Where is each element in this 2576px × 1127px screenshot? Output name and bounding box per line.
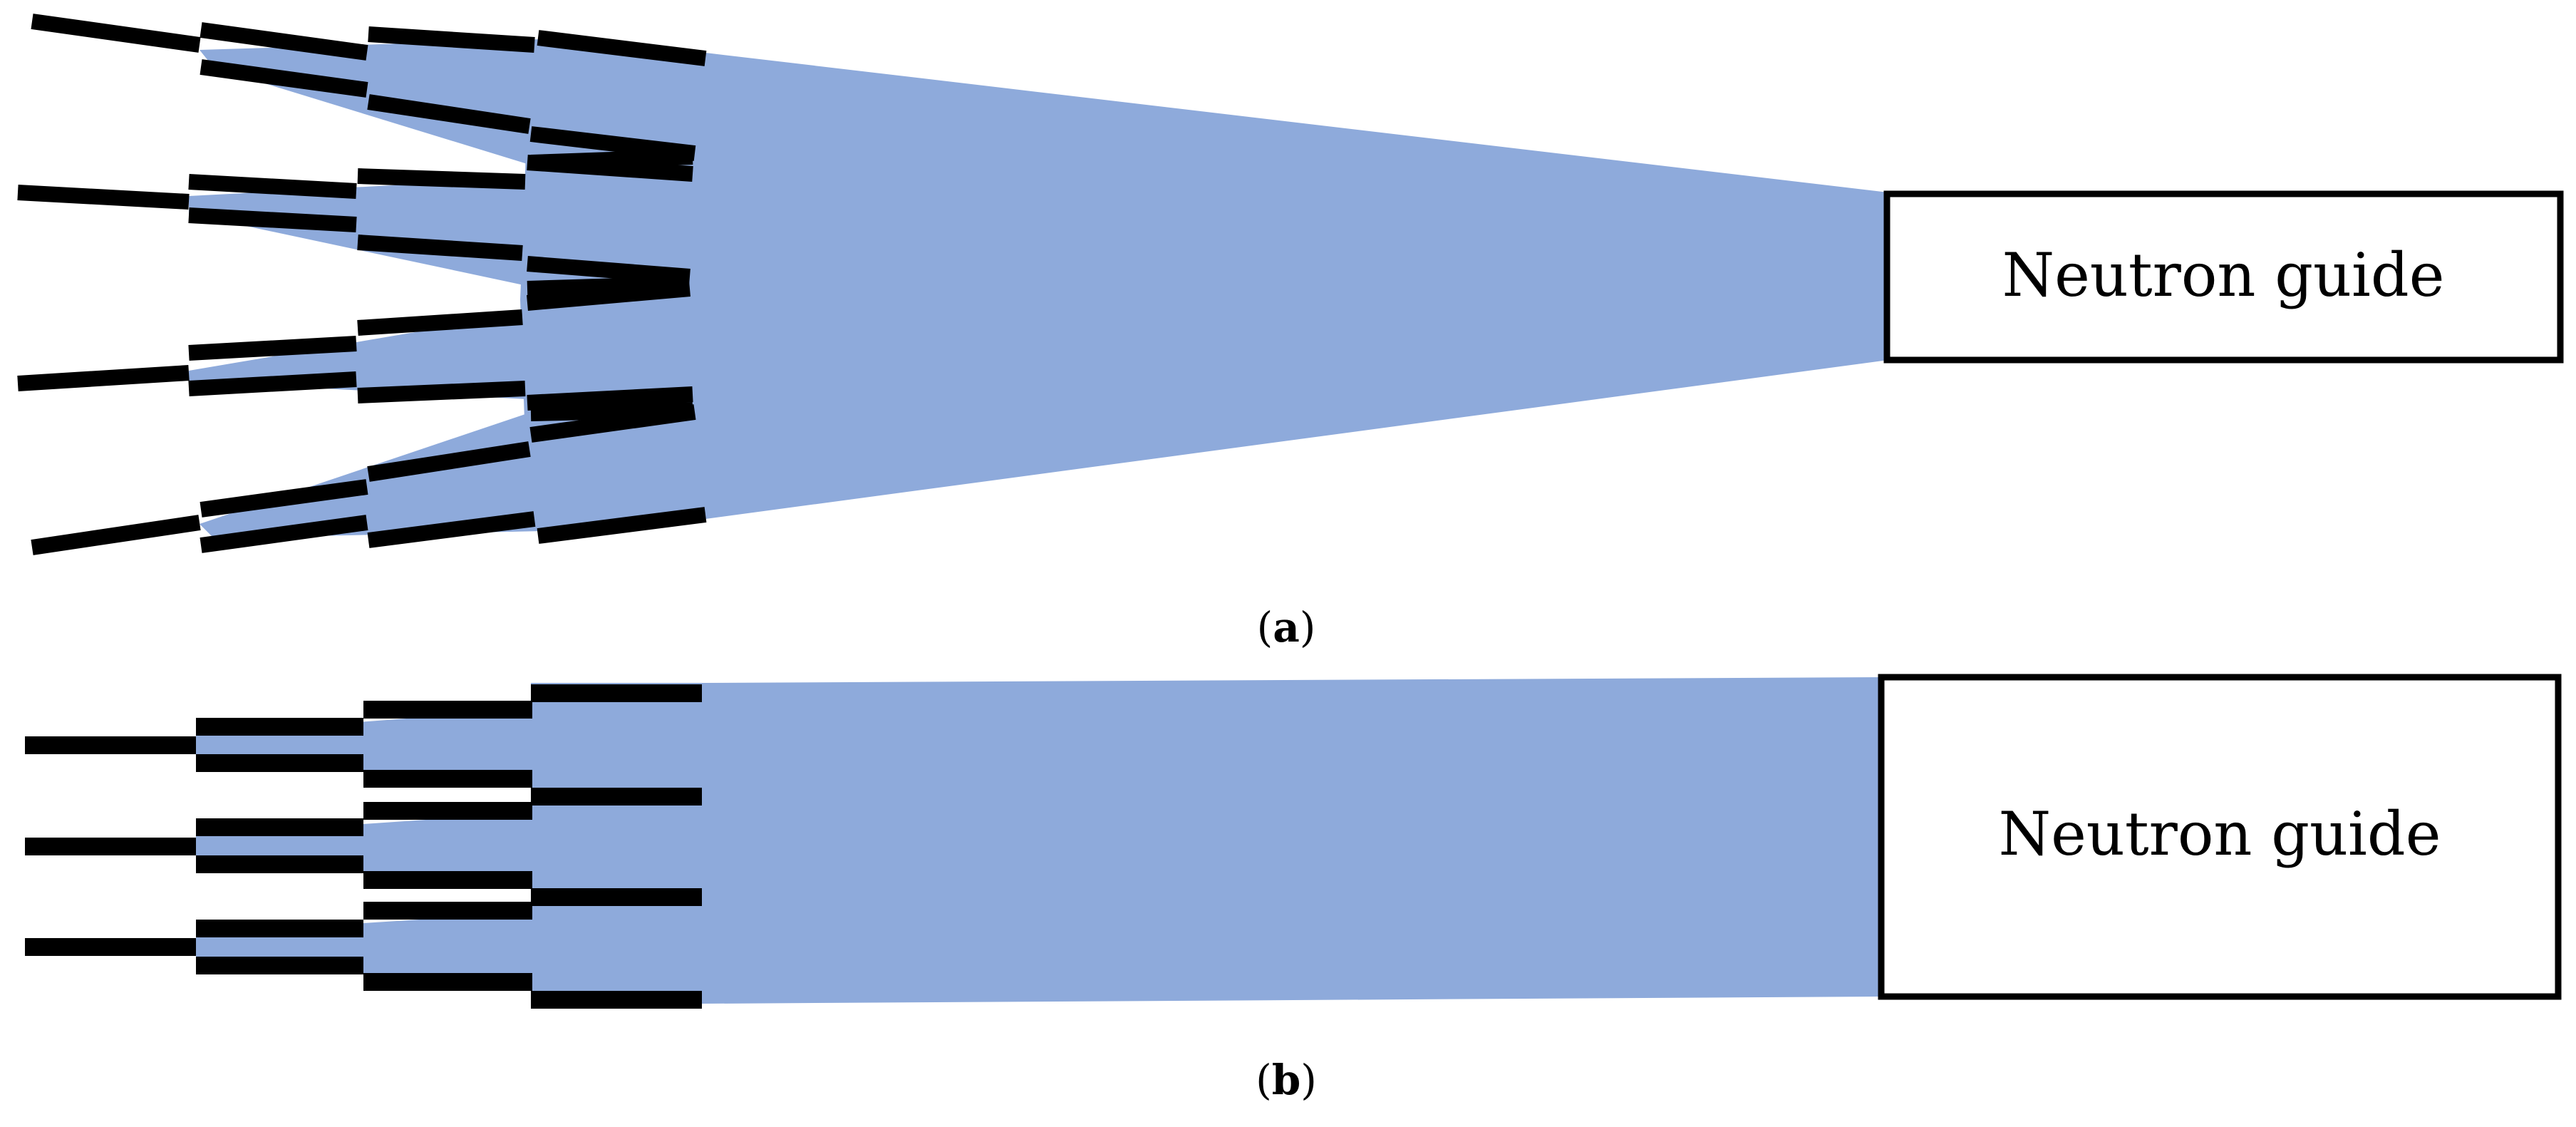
panel-a-wall	[188, 336, 357, 361]
panel-a-neutron-guide-box	[1883, 190, 2564, 364]
panel-b-wall	[196, 754, 363, 772]
panel-a-wall	[527, 386, 693, 411]
panel-b-wall	[531, 788, 702, 806]
panel-b-wall	[363, 701, 532, 719]
panel-a-wall	[357, 235, 523, 261]
panel-b-wall	[196, 855, 363, 873]
panel-b-wall	[196, 957, 363, 974]
panel-b-label: (b)	[1256, 1056, 1317, 1104]
panel-a-wall	[188, 207, 357, 232]
panel-a-wall	[368, 26, 535, 53]
panel-b-wall	[196, 718, 363, 736]
panel-b-wall	[25, 838, 196, 855]
panel-a-wall	[357, 309, 523, 336]
panel-b-wall	[363, 770, 532, 788]
panel-b-wall	[196, 920, 363, 937]
panel-b-beam-main	[531, 677, 1881, 1004]
panel-b-wall	[363, 973, 532, 991]
panel-a-wall	[200, 59, 368, 98]
panel-a-neutron-guide-label: Neutron guide	[2002, 240, 2445, 310]
panel-a-wall	[200, 479, 368, 518]
panel-b-neutron-guide-box	[1878, 674, 2562, 1000]
panel-a-label: (a)	[1257, 603, 1316, 652]
panel-a-wall	[31, 14, 201, 53]
panel-a-wall	[200, 515, 368, 553]
panel-a-wall	[527, 276, 688, 297]
panel-b-wall	[363, 802, 532, 820]
panel-a-wall	[530, 402, 693, 421]
panel-a-walls	[17, 14, 707, 555]
panel-b-wall	[25, 938, 196, 956]
panel-b-wall	[363, 871, 532, 889]
panel-b-neutron-guide-label: Neutron guide	[1999, 799, 2441, 869]
panel-a-wall	[537, 30, 707, 66]
panel-b-walls	[25, 684, 702, 1009]
panel-b-wall	[196, 818, 363, 836]
panel-b-wall	[531, 991, 702, 1009]
panel-b: Neutron guide (b)	[25, 674, 2562, 1104]
panel-a-wall	[188, 174, 357, 199]
panel-a-wall	[17, 185, 190, 210]
panel-a-wall	[530, 149, 693, 170]
panel-a-wall	[31, 515, 201, 555]
panel-a-wall	[527, 256, 690, 284]
panel-b-wall	[531, 888, 702, 906]
panel-a-beam-branch-2	[189, 178, 527, 285]
panel-a: Neutron guide (a)	[17, 14, 2564, 652]
panel-b-wall	[363, 902, 532, 920]
panel-b-beam	[196, 677, 1881, 1004]
panel-a-wall	[17, 365, 190, 391]
panel-a-wall	[367, 511, 536, 548]
panel-a-wall	[188, 371, 357, 396]
panel-a-beam-main	[520, 36, 1888, 531]
panel-b-wall	[531, 684, 702, 702]
panel-a-wall	[367, 441, 531, 482]
panel-a-wall	[357, 381, 526, 403]
panel-a-wall	[367, 94, 531, 134]
panel-b-wall	[25, 736, 196, 754]
panel-a-wall	[537, 507, 707, 544]
panel-a-wall	[357, 168, 526, 190]
panel-a-wall	[200, 22, 368, 61]
